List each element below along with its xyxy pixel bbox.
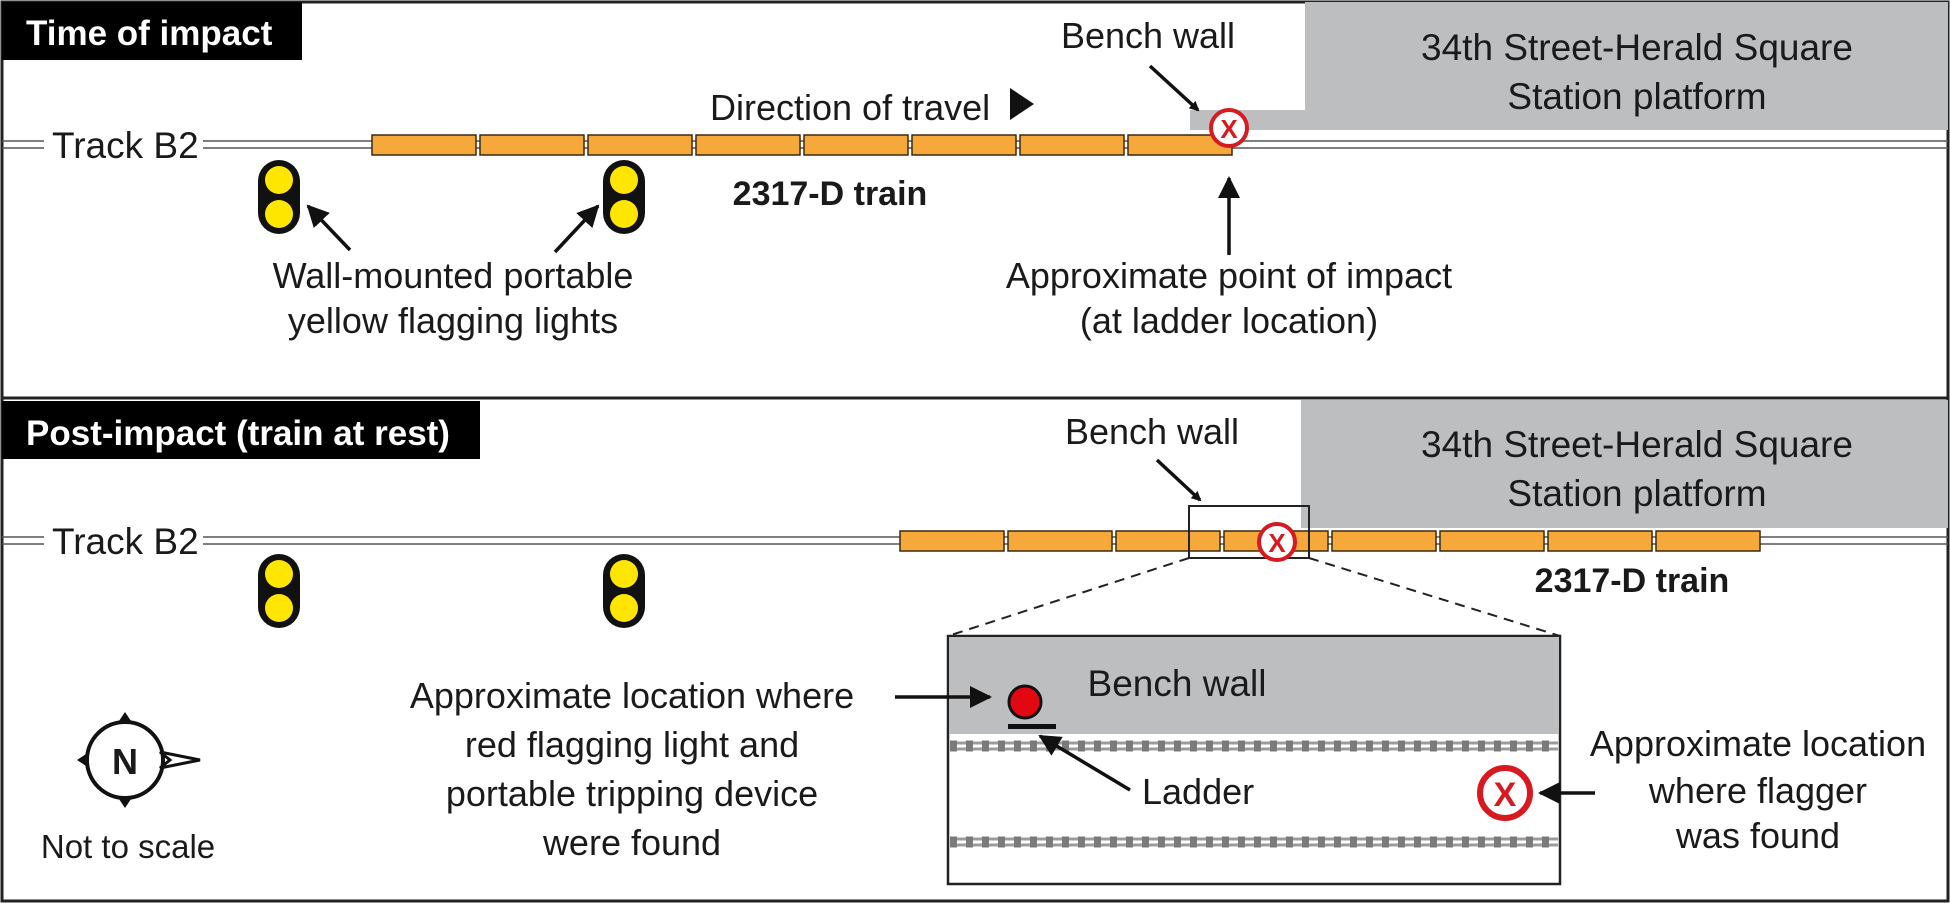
- bottom-train-car-2: [1007, 530, 1113, 552]
- top-platform-label-line1: 34th Street-Herald Square: [1421, 27, 1853, 68]
- direction-of-travel-label: Direction of travel: [710, 87, 990, 128]
- bottom-train-car-6: [1439, 530, 1545, 552]
- bottom-platform-label-line2: Station platform: [1507, 473, 1766, 514]
- bottom-impact-marker-icon: X: [1257, 522, 1297, 562]
- bottom-station-platform: [1301, 400, 1948, 528]
- bottom-track-label: Track B2: [52, 521, 199, 562]
- top-train-label: 2317-D train: [733, 175, 928, 213]
- top-impact-marker-icon: X: [1209, 108, 1249, 148]
- top-bench-wall-label: Bench wall: [1061, 15, 1235, 56]
- bottom-bench-wall-arrow: [1155, 458, 1202, 502]
- direction-arrow-icon: [1010, 88, 1034, 120]
- top-platform-label-line2: Station platform: [1507, 76, 1766, 117]
- red-light-label-line4: were found: [542, 822, 721, 863]
- flagger-label-line3: was found: [1675, 815, 1840, 856]
- inset-rail-bottom: [950, 836, 1558, 848]
- top-train-car-1: [371, 134, 477, 156]
- red-light-label-line3: portable tripping device: [446, 773, 818, 814]
- red-light-label-line1: Approximate location where: [410, 675, 854, 716]
- ladder-arrow: [1038, 734, 1131, 792]
- flagger-location-marker-icon: X: [1477, 765, 1533, 821]
- bottom-yellow-flagging-light-1-icon: [258, 554, 300, 628]
- top-train-car-4: [695, 134, 801, 156]
- top-impact-label-line2: (at ladder location): [1080, 300, 1378, 341]
- top-station-platform: [1190, 2, 1948, 130]
- top-yellow-flagging-light-2-icon: [603, 160, 645, 234]
- bottom-train-car-8: [1655, 530, 1761, 552]
- bottom-train-car-1: [899, 530, 1005, 552]
- top-panel-header: Time of impact: [26, 14, 273, 53]
- bottom-panel: Post-impact (train at rest) 34th Street-…: [0, 396, 1950, 903]
- top-impact-label-line1: Approximate point of impact: [1006, 255, 1452, 296]
- top-yellow-flagging-light-1-icon: [258, 160, 300, 234]
- top-track-label: Track B2: [52, 125, 199, 166]
- bottom-train-car-5: [1331, 530, 1437, 552]
- top-train-car-7: [1019, 134, 1125, 156]
- red-flagging-light-icon: [1007, 684, 1043, 720]
- red-light-label-line2: red flagging light and: [465, 724, 799, 765]
- flagger-label-line2: where flagger: [1648, 770, 1867, 811]
- zoom-leader-left: [947, 557, 1190, 637]
- ladder-icon: [1008, 724, 1056, 729]
- bottom-panel-header-bg: [2, 401, 480, 459]
- top-train-car-2: [479, 134, 585, 156]
- north-compass-icon: N: [77, 712, 201, 808]
- flagger-marker-letter: X: [1494, 776, 1517, 814]
- not-to-scale-note: Not to scale: [41, 828, 215, 865]
- inset-bench-wall: [949, 637, 1559, 734]
- bottom-panel-header: Post-impact (train at rest): [26, 414, 450, 453]
- top-train-2317-D: [371, 134, 1233, 156]
- bottom-train-label: 2317-D train: [1535, 562, 1730, 600]
- bottom-train-car-3: [1115, 530, 1221, 552]
- top-lights-arrow-1: [306, 204, 352, 252]
- top-panel: Time of impact 34th Street-Herald Square…: [0, 0, 1950, 400]
- bottom-train-car-7: [1547, 530, 1653, 552]
- bottom-yellow-flagging-light-2-icon: [603, 554, 645, 628]
- compass-letter: N: [112, 741, 138, 782]
- inset-bench-wall-label: Bench wall: [1088, 663, 1267, 704]
- zoom-leader-right: [1308, 557, 1561, 637]
- top-bench-wall-arrow: [1148, 64, 1200, 112]
- bottom-platform-label-line1: 34th Street-Herald Square: [1421, 424, 1853, 465]
- top-lights-arrow-2: [553, 204, 600, 254]
- top-lights-label-line2: yellow flagging lights: [288, 300, 618, 341]
- bottom-bench-wall-label: Bench wall: [1065, 411, 1239, 452]
- flagger-label-line1: Approximate location: [1590, 723, 1926, 764]
- top-train-car-3: [587, 134, 693, 156]
- top-train-car-5: [803, 134, 909, 156]
- zoom-callout-box: [1188, 505, 1310, 559]
- top-lights-label-line1: Wall-mounted portable: [273, 255, 634, 296]
- top-panel-header-bg: [2, 2, 302, 60]
- top-impact-marker-letter: X: [1220, 114, 1238, 144]
- top-train-car-6: [911, 134, 1017, 156]
- inset-detail: Bench wall Ladder X: [946, 634, 1562, 886]
- bottom-impact-marker-letter: X: [1268, 528, 1286, 558]
- ladder-label: Ladder: [1142, 771, 1254, 812]
